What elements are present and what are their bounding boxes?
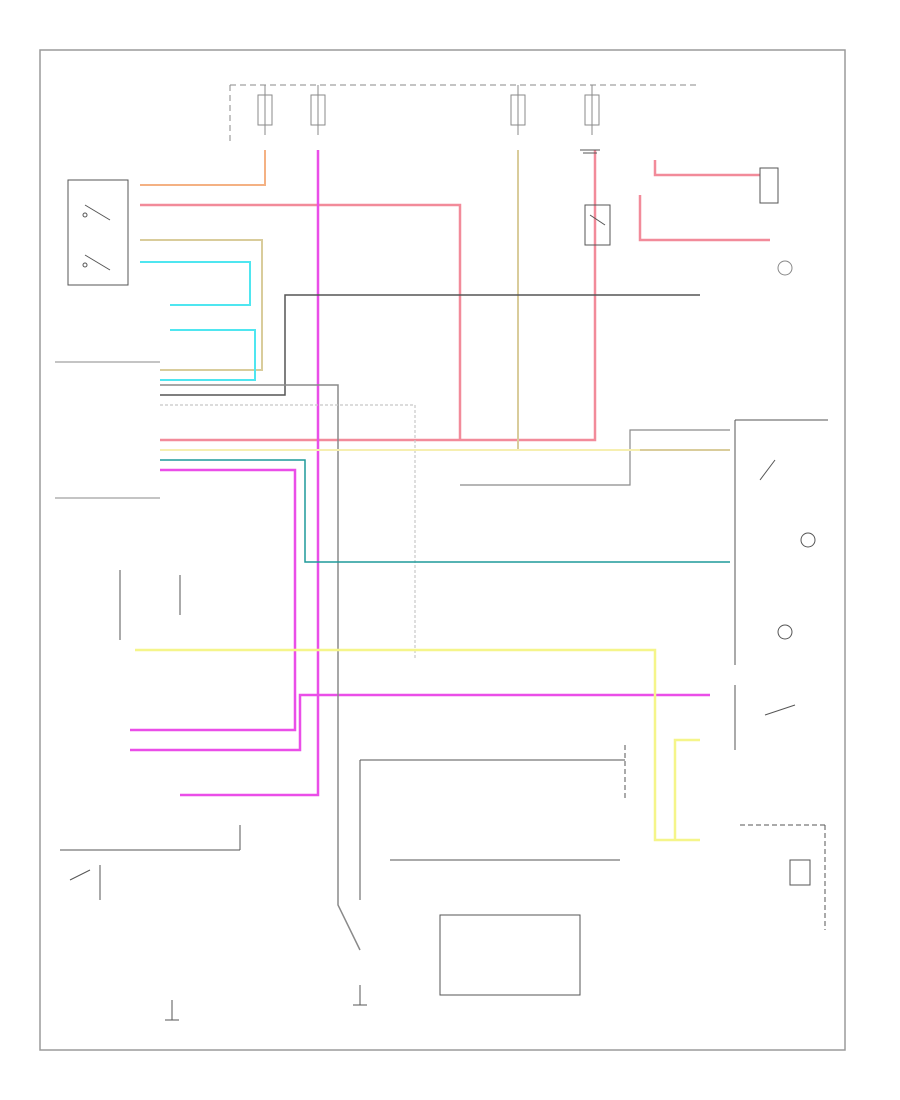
cruise-servo: [359, 745, 626, 996]
wire-red-3: [653, 160, 760, 177]
lamp-icon: [777, 260, 793, 276]
wire-black-1: [160, 294, 700, 396]
brake-switch: [584, 204, 611, 246]
ignition-switch-box: [67, 179, 129, 286]
wire-red-2: [160, 150, 597, 442]
wire-yellow-1: [135, 648, 700, 842]
wire-yellow-2: [673, 738, 700, 840]
transmission-switch: [734, 685, 826, 930]
cluster-connector: [759, 167, 779, 204]
wire-tan-2: [517, 150, 730, 451]
fuse-block: [229, 84, 700, 145]
cruise-on-off-switch: [119, 570, 181, 640]
wire-gray-2: [160, 404, 416, 660]
cruise-control-switch: [734, 419, 828, 665]
wire-gray-3: [460, 429, 730, 486]
clutch-switch: [60, 825, 241, 900]
ground-bottom: [165, 985, 367, 1021]
wire-tan-1: [140, 239, 263, 371]
ground-symbol: [580, 149, 600, 154]
wire-red-4: [638, 195, 770, 242]
wire-pink-trunk: [180, 150, 320, 797]
wire-orange: [140, 150, 266, 186]
wire-gray-1: [160, 384, 361, 951]
wire-pink-3: [130, 693, 710, 752]
cruise-module-connector: [55, 361, 160, 499]
wire-pink-2: [130, 468, 297, 732]
diagram-border: [39, 49, 846, 1051]
wire-cyan-2: [160, 329, 256, 381]
wire-teal: [160, 459, 730, 563]
wire-red-1: [140, 203, 462, 440]
wire-cyan-1: [140, 261, 251, 306]
